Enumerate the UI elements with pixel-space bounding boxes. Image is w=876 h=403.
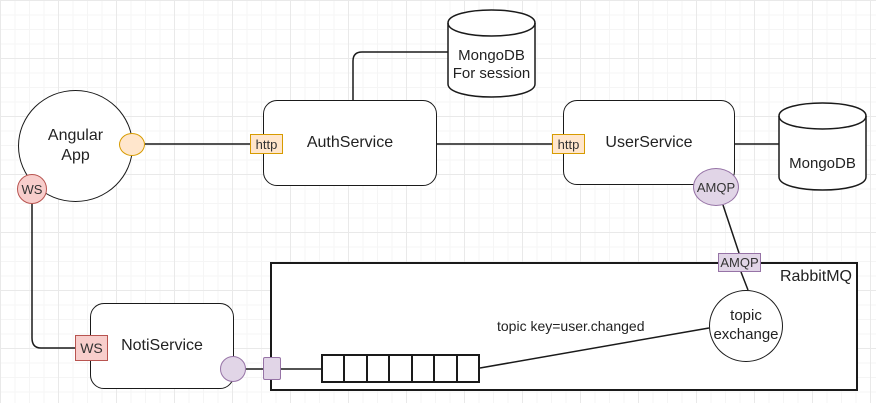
edge-userservice-rabbitmq-amqp[interactable] (722, 204, 740, 254)
port-http-auth[interactable]: http (250, 134, 283, 154)
port-rabbitmq-left-connector[interactable] (263, 357, 281, 380)
angular-app-label: Angular App (47, 127, 104, 164)
edge-app-notiservice-ws[interactable] (31, 204, 75, 349)
port-amqp-rabbitmq-label: AMQP (720, 255, 759, 270)
edge-topic-exchange-queue[interactable] (479, 327, 710, 369)
port-ws-noti[interactable]: WS (75, 335, 108, 361)
cylinder-shape (778, 102, 867, 191)
port-amqp-user-label: AMQP (696, 179, 736, 195)
port-http-user[interactable]: http (552, 134, 585, 154)
queue-slot (390, 356, 413, 381)
node-mongodb-user[interactable]: MongoDB (778, 102, 867, 191)
port-amqp-rabbitmq[interactable]: AMQP (718, 253, 761, 272)
mongodb-session-label: MongoDB For session (452, 47, 531, 82)
queue-slot (323, 356, 346, 381)
port-ws-app[interactable]: WS (17, 174, 47, 204)
queue-slot (345, 356, 368, 381)
port-ws-app-label: WS (21, 181, 43, 197)
queue-slot (458, 356, 478, 381)
cylinder-rim (778, 115, 867, 130)
queue-slot (435, 356, 458, 381)
node-noti-service[interactable]: NotiService (90, 303, 234, 389)
node-auth-service[interactable]: AuthService (263, 100, 437, 186)
edge-authservice-mongodb-session[interactable] (352, 51, 448, 100)
node-message-queue[interactable] (321, 354, 480, 383)
port-ws-noti-label: WS (80, 340, 103, 356)
node-topic-exchange[interactable]: topic exchange (709, 290, 783, 362)
edge-amqp-topic-exchange[interactable] (740, 271, 749, 291)
auth-service-label: AuthService (306, 134, 394, 151)
user-service-label: UserService (605, 133, 693, 151)
cylinder-rim (447, 22, 536, 37)
rabbitmq-label: RabbitMQ (779, 268, 852, 285)
port-noti-queue-connector[interactable] (220, 356, 246, 382)
queue-slot (368, 356, 391, 381)
noti-service-label: NotiService (121, 337, 203, 354)
edge-label-topic-key: topic key=user.changed (497, 318, 645, 334)
topic-exchange-label: topic exchange (713, 307, 779, 343)
port-http-auth-label: http (255, 136, 278, 152)
queue-slot (413, 356, 436, 381)
port-http-user-label: http (557, 136, 580, 152)
port-http-app-connector[interactable] (119, 133, 145, 156)
cylinder-shape (447, 9, 536, 98)
mongodb-user-label: MongoDB (789, 155, 856, 172)
node-mongodb-session[interactable]: MongoDB For session (447, 9, 536, 98)
port-amqp-user[interactable]: AMQP (693, 168, 739, 206)
